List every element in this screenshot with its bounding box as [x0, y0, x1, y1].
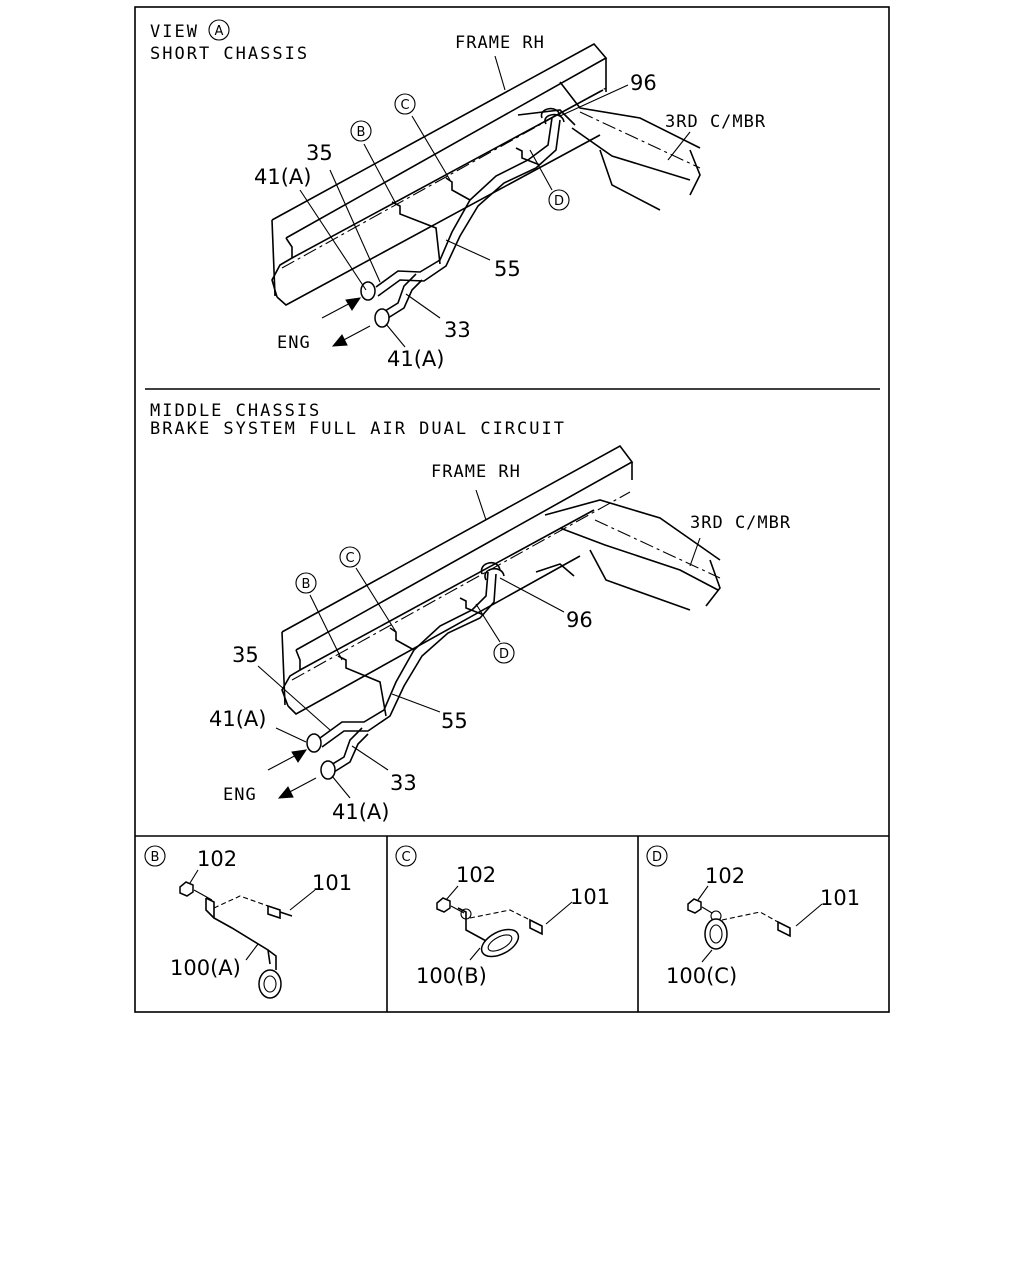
bolt-101-icon: [267, 904, 293, 920]
arrow-out-icon: [331, 325, 371, 347]
part-102-label: 102: [456, 863, 496, 887]
pipe-33: [379, 273, 423, 319]
detail-c-letter: C: [401, 850, 410, 865]
nut-102-icon: [687, 898, 702, 914]
fitting-96: [480, 562, 505, 581]
part-33-label: 33: [444, 318, 471, 342]
frame-rail: [281, 444, 634, 715]
connector-41a-lower: [320, 760, 336, 780]
bolt-101-icon: [529, 918, 543, 936]
arrow-out-icon: [277, 777, 317, 799]
detail-d-panel: D 102 101 100(C): [646, 845, 860, 988]
pipe-55: [319, 571, 497, 748]
clamp-d-circle-icon: [493, 642, 515, 664]
middle-chassis-section: MIDDLE CHASSIS BRAKE SYSTEM FULL AIR DUA…: [150, 401, 791, 824]
frame-rail: [271, 42, 608, 306]
pipe-55: [375, 117, 561, 297]
bracket-b: [337, 655, 387, 717]
part-101-label: 101: [570, 885, 610, 909]
view-a-section: VIEW A SHORT CHASSIS: [150, 19, 766, 371]
part-35-label: 35: [306, 141, 333, 165]
part-100b-label: 100(B): [416, 964, 487, 988]
part-41a-lower-label: 41(A): [387, 347, 444, 371]
connector-41a-upper: [306, 733, 322, 753]
bracket-c: [389, 627, 415, 651]
clamp-c-circle-icon: [339, 546, 361, 568]
third-cross-member-label: 3RD C/MBR: [665, 112, 766, 132]
clamp-b-circle-icon: [350, 120, 372, 142]
bracket-100b: [457, 907, 489, 943]
arrow-in-icon: [321, 297, 362, 319]
frame-rh-label: FRAME RH: [431, 462, 521, 482]
part-35-label: 35: [232, 643, 259, 667]
clamp-b-letter: B: [302, 577, 311, 592]
frame-rh-label: FRAME RH: [455, 33, 545, 53]
arrow-in-icon: [267, 749, 308, 771]
pipe-clamp-icon: [258, 969, 282, 999]
clamp-d-letter: D: [554, 194, 564, 209]
part-101-label: 101: [820, 886, 860, 910]
connector-41a-upper: [360, 281, 376, 301]
bolt-101-icon: [777, 920, 791, 938]
pipe-33: [325, 727, 369, 773]
part-100a-label: 100(A): [170, 956, 241, 980]
part-96-label: 96: [630, 71, 657, 95]
clamp-b-letter: B: [357, 125, 366, 140]
nut-102-icon: [179, 881, 194, 897]
part-55-label: 55: [494, 257, 521, 281]
cross-member: [535, 499, 721, 611]
third-cross-member-label: 3RD C/MBR: [690, 513, 791, 533]
part-101-label: 101: [312, 871, 352, 895]
pipe-clamp-icon: [480, 928, 520, 958]
detail-c-circle-icon: [395, 845, 417, 867]
part-102-label: 102: [705, 864, 745, 888]
middle-title-line2: BRAKE SYSTEM FULL AIR DUAL CIRCUIT: [150, 419, 566, 439]
part-41a-upper-label: 41(A): [209, 707, 266, 731]
part-55-label: 55: [441, 709, 468, 733]
bracket-d: [459, 597, 485, 616]
bracket-100a: [205, 897, 271, 965]
clamp-b-circle-icon: [295, 572, 317, 594]
part-102-label: 102: [197, 847, 237, 871]
part-41a-lower-label: 41(A): [332, 800, 389, 824]
detail-b-circle-icon: [144, 845, 166, 867]
detail-c-panel: C 102 101 100(B): [395, 845, 610, 988]
cross-member: [517, 81, 701, 211]
engine-label: ENG: [223, 785, 257, 805]
clamp-c-letter: C: [345, 551, 354, 566]
detail-d-letter: D: [652, 850, 662, 865]
detail-b-letter: B: [151, 850, 160, 865]
part-100c-label: 100(C): [666, 964, 737, 988]
view-circle-icon: [208, 19, 230, 41]
view-label: VIEW: [150, 22, 199, 42]
nut-102-icon: [436, 897, 451, 913]
middle-title-line1: MIDDLE CHASSIS: [150, 401, 321, 421]
engine-label: ENG: [277, 333, 311, 353]
bracket-b: [391, 201, 441, 265]
part-41a-upper-label: 41(A): [254, 165, 311, 189]
clamp-c-circle-icon: [394, 93, 416, 115]
bracket-d: [515, 147, 541, 166]
view-circle-letter: A: [215, 24, 224, 39]
clamp-d-letter: D: [499, 647, 509, 662]
part-96-label: 96: [566, 608, 593, 632]
bracket-c: [445, 177, 471, 201]
fitting-96: [540, 107, 565, 125]
view-subtitle: SHORT CHASSIS: [150, 44, 309, 64]
clamp-c-letter: C: [400, 98, 409, 113]
connector-41a-lower: [374, 308, 390, 328]
detail-d-circle-icon: [646, 845, 668, 867]
diagram-border: [134, 6, 890, 1013]
detail-b-panel: B 102 101 100(A): [144, 845, 352, 999]
clamp-d-circle-icon: [548, 189, 570, 211]
pipe-clamp-icon: [704, 918, 728, 950]
part-33-label: 33: [390, 771, 417, 795]
